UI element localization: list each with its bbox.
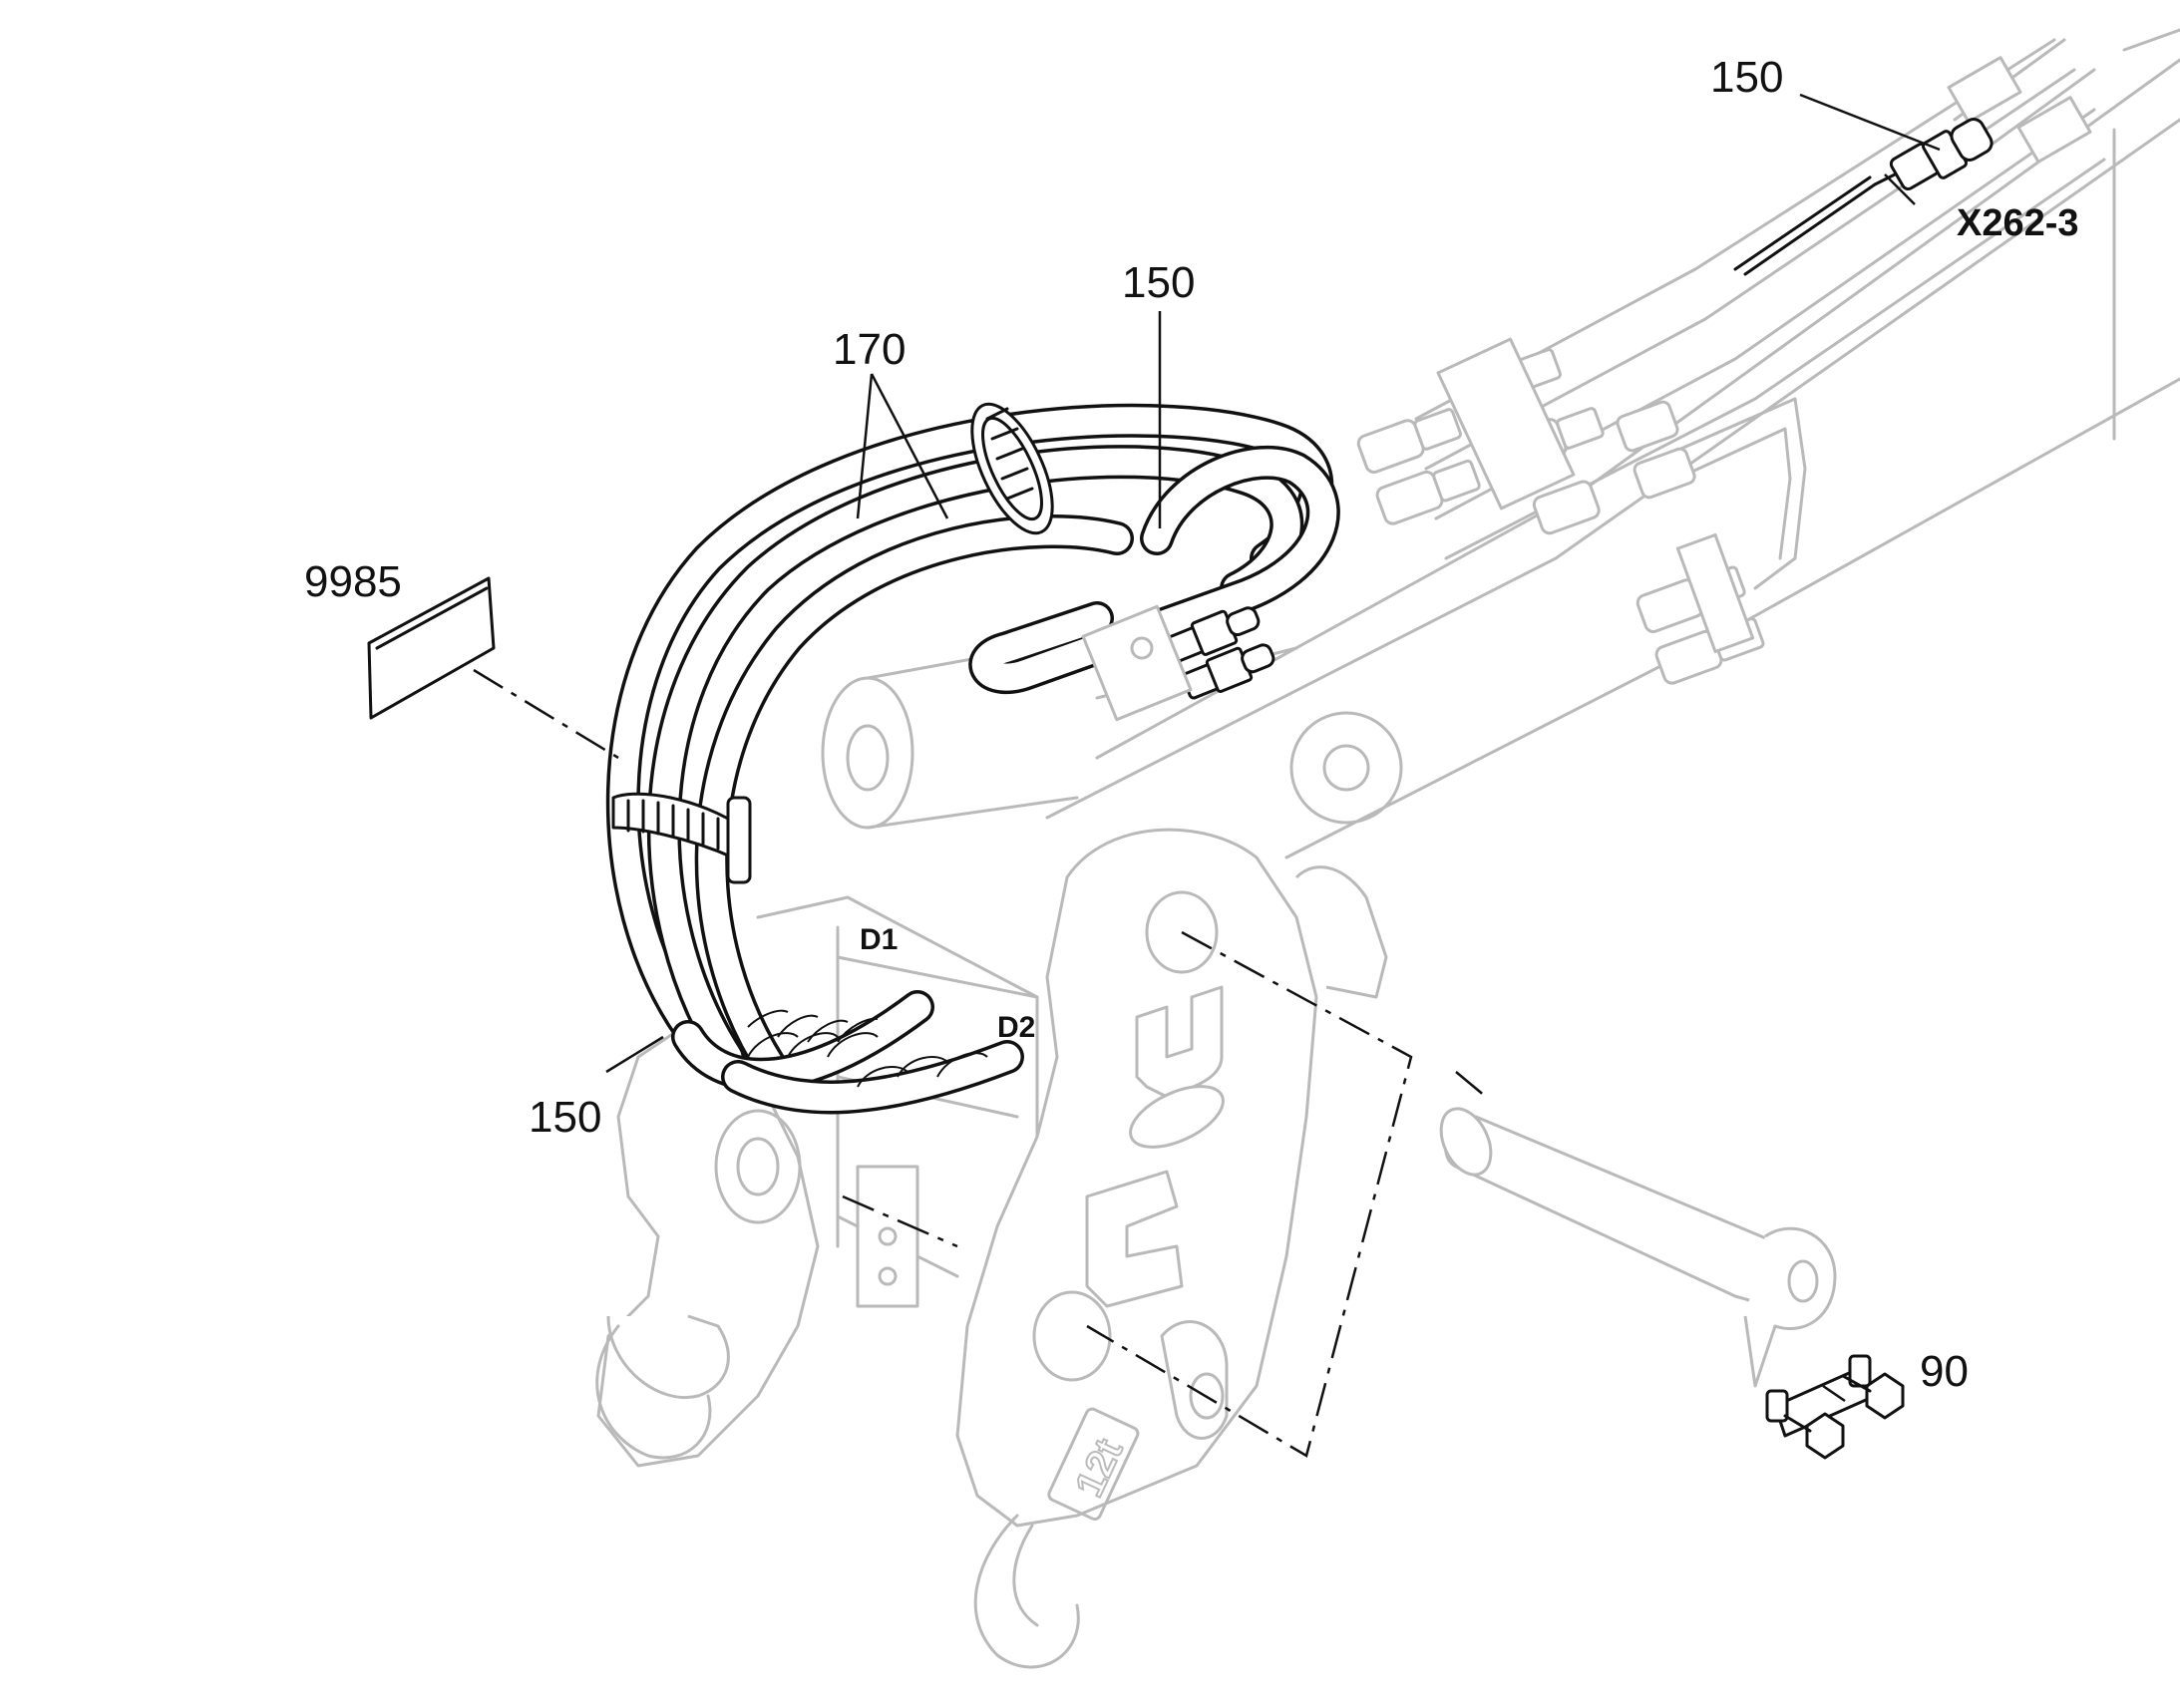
connector-x262-3 (1733, 118, 1994, 276)
callout-150-top: 150 (1710, 53, 1783, 102)
port-label-d1: D1 (860, 923, 898, 956)
callout-90: 90 (1920, 1347, 1969, 1396)
quick-release-fittings (1081, 604, 1275, 722)
callout-x262-3: X262-3 (1957, 202, 2079, 244)
callout-150-low: 150 (529, 1093, 601, 1142)
hose-clamp-lower (611, 792, 752, 884)
alignment-lines (473, 668, 1487, 1458)
leader-lines (605, 93, 1941, 1403)
callout-9985: 9985 (304, 557, 402, 606)
retaining-plate-90 (1765, 1354, 1905, 1460)
callout-150-mid: 150 (1122, 258, 1195, 307)
port-label-d2: D2 (997, 1011, 1035, 1044)
locking-pin (1439, 1107, 1837, 1388)
callout-170: 170 (833, 325, 906, 374)
hose-150-loop (968, 445, 1340, 695)
hydraulic-fittings (1356, 337, 1765, 685)
hose-150-lower (671, 990, 1024, 1115)
quick-coupler: 12t (595, 828, 1388, 1669)
label-plate-9985 (367, 576, 496, 720)
hose-clamp-upper (970, 402, 1054, 535)
